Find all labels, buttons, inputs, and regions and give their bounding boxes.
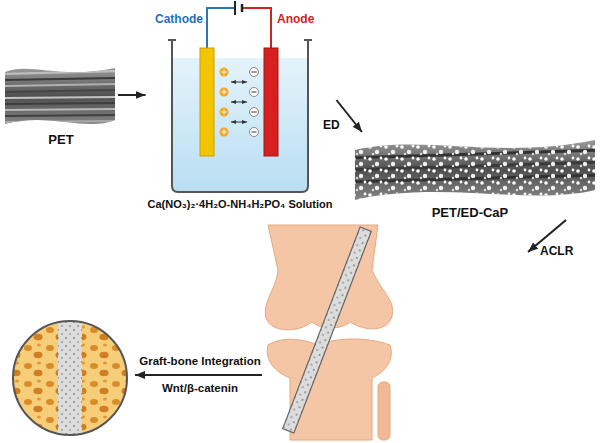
node-label: Ca(NO₃)₂·4H₂O-NH₄H₂PO₄ Solution [148,198,333,211]
node-label: Cathode [155,12,203,26]
flow-arrow [118,94,146,96]
node-label: PET/ED-CaP [432,205,509,221]
bone-section [10,318,130,438]
deposition-cell [168,1,312,192]
cell-panel: Cathode AnodeCa(NO₃)₂·4H₂O-NH₄H₂PO₄ Solut… [146,2,335,216]
image-panel: PET/ED-CaP [352,132,600,224]
integration-arrow [135,374,262,376]
node-label: PET [48,132,73,148]
coated-fibre [350,130,600,210]
node-label: Anode [277,12,314,26]
knee-joint [265,225,392,440]
edge-label: ED [321,118,342,132]
image-panel: PET [4,60,118,152]
pet-fibre [0,68,120,124]
annotation-label: ACLR [540,244,573,258]
annotation-label: Wnt/β-catenin [162,382,238,396]
annotation-label: Graft-bone Integration [139,355,260,369]
